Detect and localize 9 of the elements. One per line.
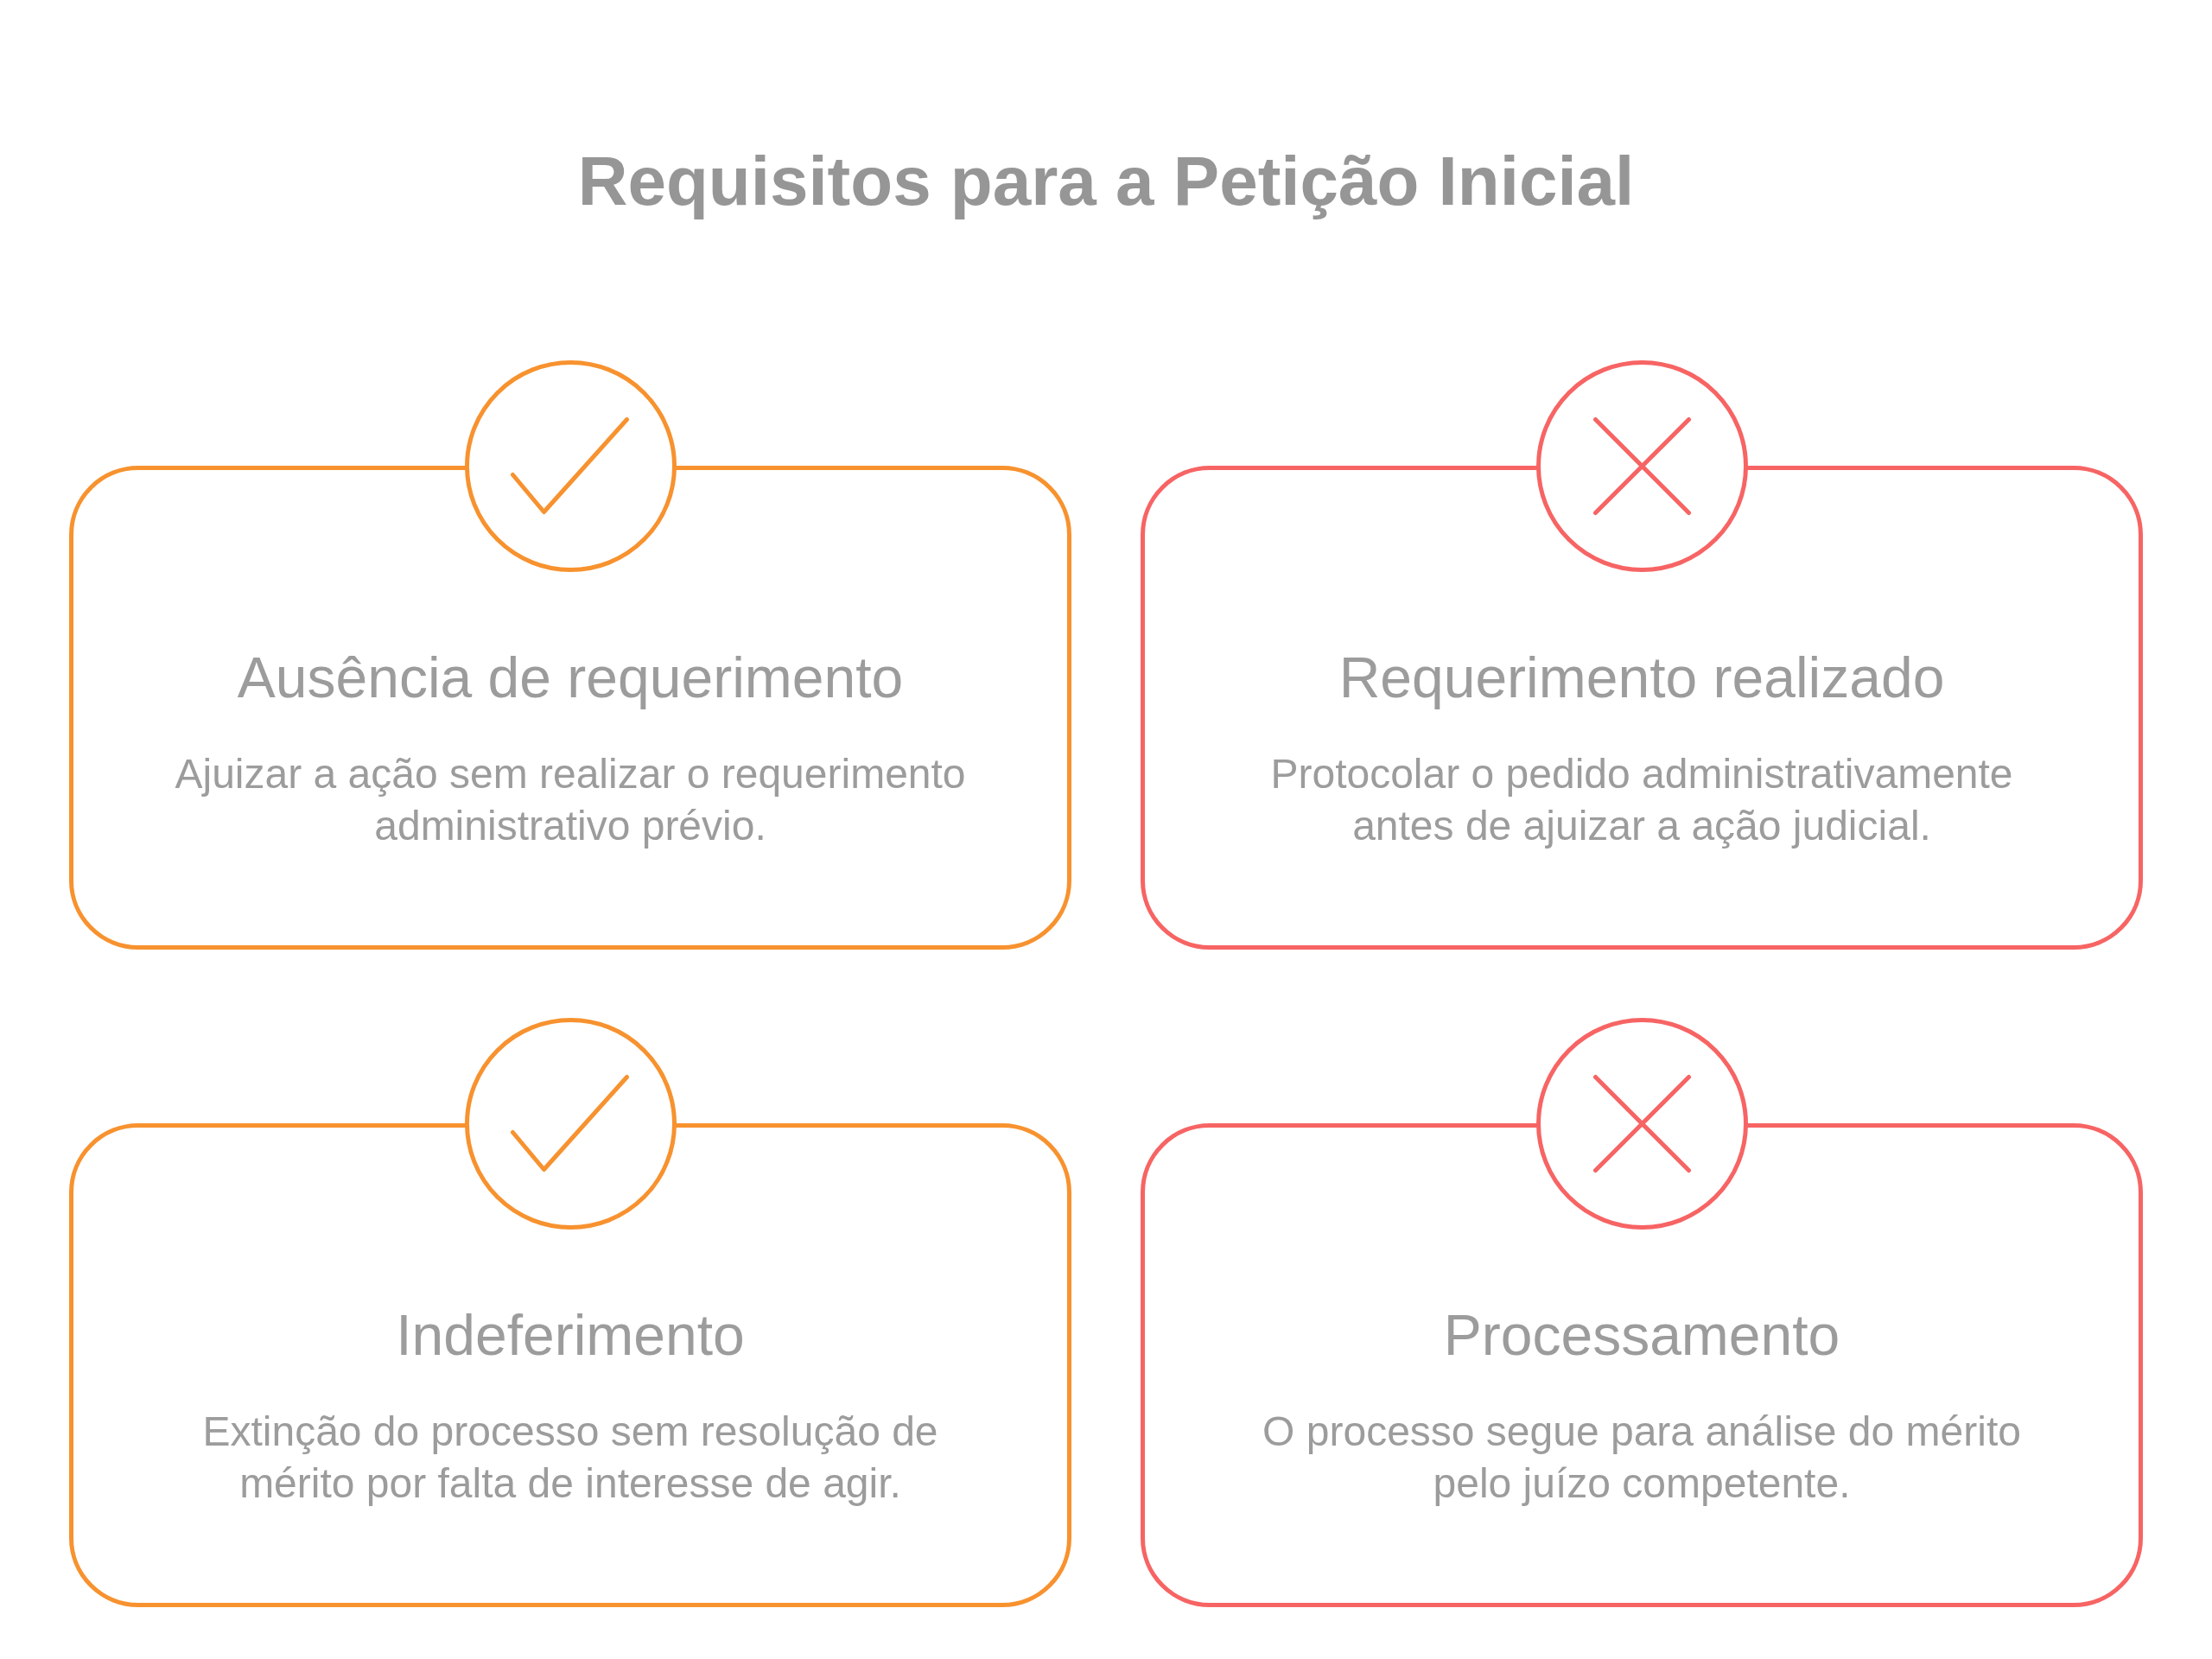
card-heading: Processamento — [1443, 1302, 1840, 1368]
card-heading: Indeferimento — [396, 1302, 745, 1368]
card-description: Extinção do processo sem resolução de mérito por falta de interesse de agir. — [201, 1408, 939, 1508]
card-description: O processo segue para análise do mérito pelo juízo competente. — [1262, 1408, 2022, 1508]
card-heading: Requerimento realizado — [1338, 645, 1945, 710]
card-description: Protocolar o pedido administrativamente antes de ajuizar a ação judicial. — [1269, 750, 2014, 850]
title: Requisitos para a Petição Inicial — [577, 142, 1635, 221]
card-heading: Ausência de requerimento — [237, 645, 904, 710]
card-description: Ajuizar a ação sem realizar o requerimento administrativo prévio. — [174, 750, 967, 850]
